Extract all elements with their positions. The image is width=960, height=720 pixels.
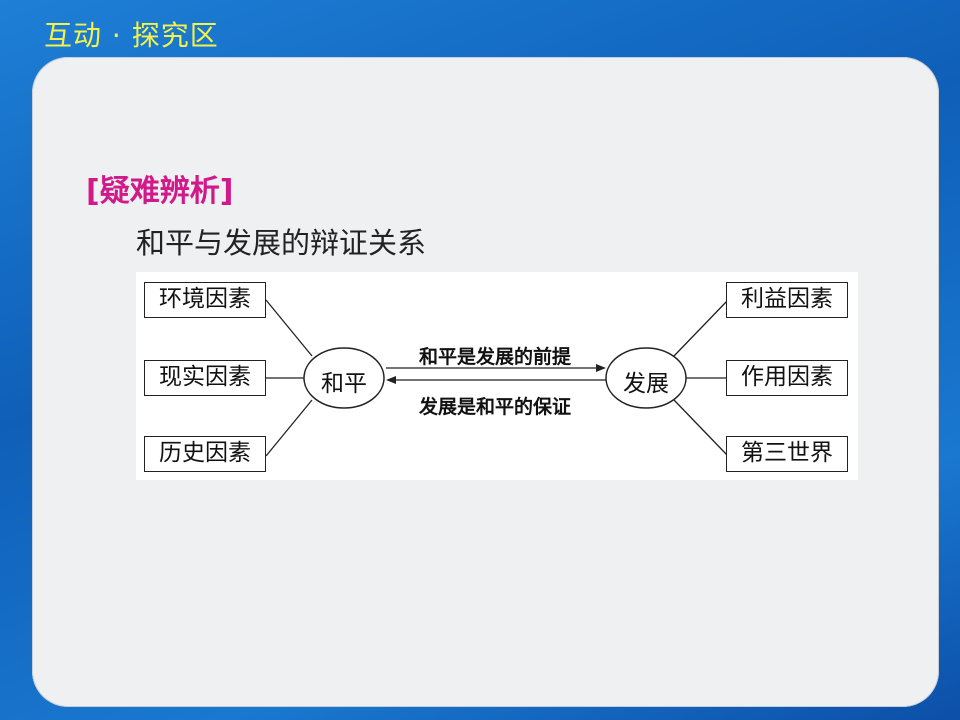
arrow-top-head bbox=[596, 364, 606, 372]
node-label-peace: 和平 bbox=[321, 371, 367, 397]
connector-left-1 bbox=[265, 299, 313, 357]
section-subtitle: 和平与发展的辩证关系 bbox=[136, 226, 427, 260]
node-ellipse-right bbox=[605, 347, 687, 409]
connector-right-3 bbox=[673, 399, 729, 457]
node-ellipse-left bbox=[303, 347, 385, 409]
right-factor-box: 作用因素 bbox=[726, 360, 848, 396]
right-factor-box: 第三世界 bbox=[726, 436, 848, 472]
left-factor-box: 现实因素 bbox=[144, 360, 266, 396]
node-label-development: 发展 bbox=[623, 371, 669, 397]
left-factor-box: 环境因素 bbox=[144, 282, 266, 318]
arrow-label-bottom: 发展是和平的保证 bbox=[418, 396, 571, 418]
right-factor-box: 利益因素 bbox=[726, 282, 848, 318]
diagram-lines bbox=[265, 299, 729, 457]
page-header-title: 互动 · 探究区 bbox=[44, 19, 219, 52]
connector-right-1 bbox=[673, 299, 729, 357]
connector-left-3 bbox=[265, 399, 313, 457]
left-factor-box: 历史因素 bbox=[144, 436, 266, 472]
section-tag: [疑难辨析] bbox=[86, 174, 234, 209]
relationship-diagram: 环境因素 现实因素 历史因素 利益因素 作用因素 第三世界 和平 发展 和平是发… bbox=[136, 272, 858, 480]
arrow-bottom-head bbox=[386, 376, 396, 384]
arrow-label-top: 和平是发展的前提 bbox=[418, 346, 571, 368]
